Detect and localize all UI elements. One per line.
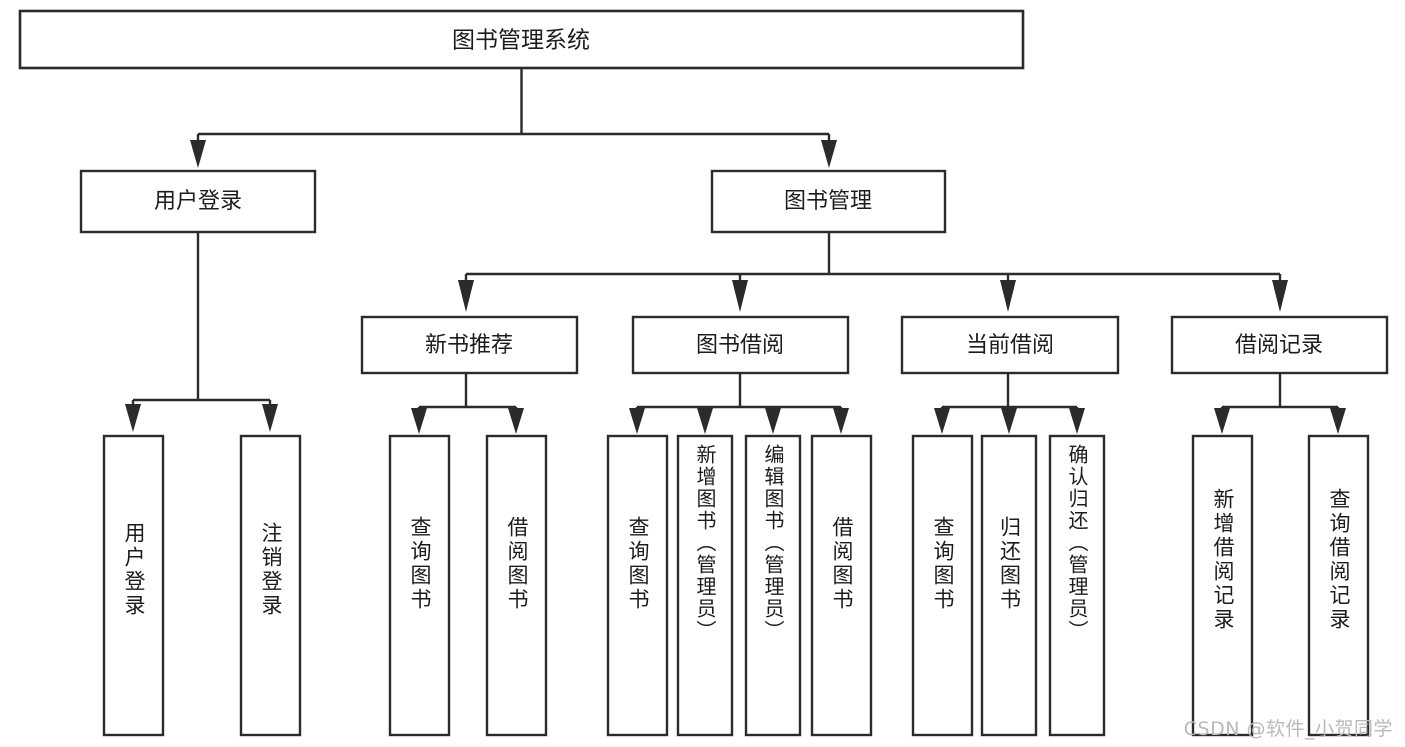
node-book-borrow[interactable]: 图书借阅 [631, 315, 850, 375]
connector-group-book-manage [458, 232, 1288, 312]
arrow-to-current-borrow [1000, 280, 1016, 312]
node-book-manage-box [710, 169, 947, 234]
node-new-book-recommend-box [360, 315, 579, 375]
leaf-box-book-borrow-3[interactable] [744, 434, 802, 737]
node-book-borrow-box [631, 315, 850, 375]
node-borrow-record[interactable]: 借阅记录 [1170, 315, 1389, 375]
connector-group-book-borrow [629, 373, 849, 434]
leaf-box-user-login-2[interactable] [239, 434, 302, 737]
arrow-book-borrow-leaf1 [629, 408, 645, 434]
arrow-root-to-user-login [190, 140, 206, 168]
node-user-login-label: 用户登录 [154, 189, 242, 214]
arrow-book-borrow-leaf3 [765, 408, 781, 434]
leaf-boxes-current-borrow [911, 434, 1106, 737]
leaf-box-new-book-1[interactable] [388, 434, 451, 737]
arrow-current-borrow-leaf1 [934, 408, 950, 434]
arrow-root-to-book-manage [821, 140, 837, 168]
arrow-current-borrow-leaf3 [1069, 408, 1085, 434]
connector-group-root [190, 68, 837, 168]
leaf-boxes-user-login [102, 434, 302, 737]
csdn-watermark: CSDN @软件_小贺同学 [1183, 718, 1393, 740]
leaf-box-current-borrow-1[interactable] [911, 434, 974, 737]
node-current-borrow-box [900, 315, 1120, 375]
arrow-to-borrow-record [1272, 280, 1288, 312]
leaf-box-book-borrow-2[interactable] [676, 434, 734, 737]
leaf-box-borrow-record-1[interactable] [1191, 434, 1254, 737]
connector-group-current-borrow [934, 373, 1085, 434]
leaf-box-book-borrow-4[interactable] [810, 434, 873, 737]
node-borrow-record-box [1170, 315, 1389, 375]
node-current-borrow-label: 当前借阅 [966, 333, 1054, 358]
leaf-boxes-borrow-record [1191, 434, 1370, 737]
arrow-borrow-record-leaf1 [1214, 408, 1230, 434]
node-user-login[interactable]: 用户登录 [79, 169, 317, 234]
node-current-borrow[interactable]: 当前借阅 [900, 315, 1120, 375]
leaf-boxes-book-borrow [606, 434, 873, 737]
arrow-new-book-leaf1 [411, 408, 427, 434]
node-book-manage[interactable]: 图书管理 [710, 169, 947, 234]
arrow-new-book-leaf2 [508, 408, 524, 434]
node-root-box [18, 9, 1025, 70]
arrow-borrow-record-leaf2 [1330, 408, 1346, 434]
arrow-user-login-leaf1 [125, 404, 141, 432]
leaf-box-book-borrow-1[interactable] [606, 434, 669, 737]
node-book-borrow-label: 图书借阅 [696, 333, 784, 358]
node-user-login-box [79, 169, 317, 234]
arrow-user-login-leaf2 [262, 404, 278, 432]
node-new-book-recommend-label: 新书推荐 [425, 333, 513, 358]
arrow-book-borrow-leaf2 [697, 408, 713, 434]
connector-group-new-book-recommend [411, 373, 524, 434]
leaf-box-new-book-2[interactable] [485, 434, 548, 737]
node-new-book-recommend[interactable]: 新书推荐 [360, 315, 579, 375]
node-root-label: 图书管理系统 [452, 28, 590, 54]
arrow-current-borrow-leaf2 [1001, 408, 1017, 434]
arrow-to-new-book-recommend [458, 280, 474, 312]
node-book-manage-label: 图书管理 [784, 189, 872, 214]
leaf-box-current-borrow-3[interactable] [1048, 434, 1106, 737]
connector-group-borrow-record [1214, 373, 1346, 434]
node-borrow-record-label: 借阅记录 [1235, 333, 1323, 358]
node-root-system[interactable]: 图书管理系统 [18, 9, 1025, 70]
arrow-to-book-borrow [732, 280, 748, 312]
connector-group-user-login [125, 232, 278, 432]
leaf-box-borrow-record-2[interactable] [1307, 434, 1370, 737]
leaf-box-current-borrow-2[interactable] [980, 434, 1038, 737]
leaf-boxes-new-book-recommend [388, 434, 548, 737]
arrow-book-borrow-leaf4 [833, 408, 849, 434]
leaf-box-user-login-1[interactable] [102, 434, 165, 737]
